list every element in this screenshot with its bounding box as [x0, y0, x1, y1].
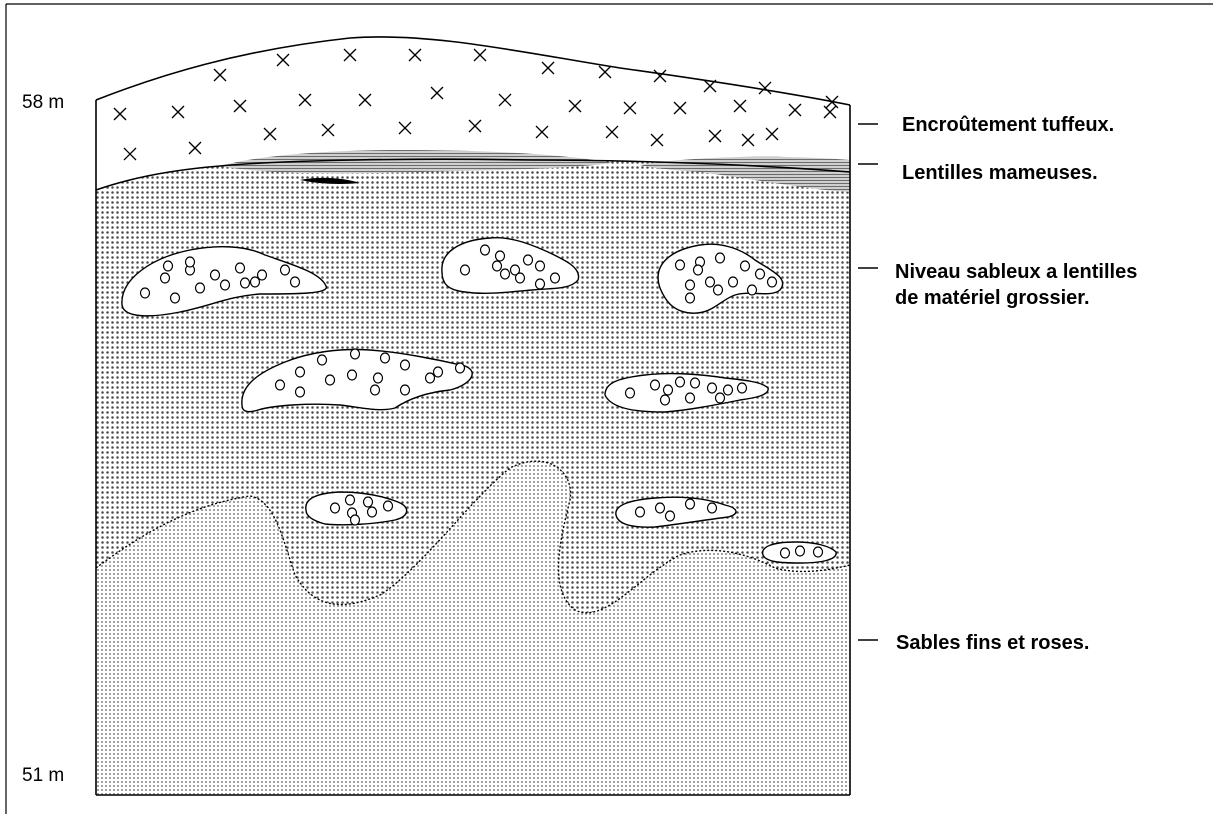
legend: Encroûtement tuffeux. Lentilles mameuses…	[858, 114, 1137, 654]
legend-label-lentilles-marneuses: Lentilles mameuses.	[902, 162, 1098, 184]
pebble	[281, 265, 290, 275]
pebble	[796, 546, 805, 556]
pebble	[326, 375, 335, 385]
pebble	[296, 387, 305, 397]
pebble	[666, 511, 675, 521]
pebble	[351, 349, 360, 359]
pebble	[656, 503, 665, 513]
pebble	[686, 499, 695, 509]
pebble	[686, 280, 695, 290]
pebble	[318, 355, 327, 365]
pebble	[516, 273, 525, 283]
pebble	[626, 388, 635, 398]
elevation-top-label: 58 m	[22, 92, 64, 113]
pebble	[434, 367, 443, 377]
pebble	[781, 548, 790, 558]
pebble	[241, 278, 250, 288]
pebble	[291, 277, 300, 287]
legend-label-niveau-sableux-1: Niveau sableux a lentilles	[895, 261, 1137, 283]
pebble	[729, 277, 738, 287]
pebble	[636, 507, 645, 517]
pebble	[196, 283, 205, 293]
pebble	[496, 251, 505, 261]
pebble	[426, 373, 435, 383]
pebble	[714, 285, 723, 295]
pebble	[748, 285, 757, 295]
pebble	[368, 507, 377, 517]
pebble	[686, 393, 695, 403]
pebble	[708, 503, 717, 513]
coarse-lens	[763, 542, 837, 563]
pebble	[251, 277, 260, 287]
pebble	[676, 377, 685, 387]
pebble	[348, 370, 357, 380]
pebble	[536, 261, 545, 271]
pebble	[706, 277, 715, 287]
pebble	[664, 385, 673, 395]
pebble	[384, 501, 393, 511]
pebble	[708, 383, 717, 393]
pebble	[741, 261, 750, 271]
pebble	[161, 273, 170, 283]
pebble	[164, 261, 173, 271]
pebble	[364, 497, 373, 507]
pebble	[768, 277, 777, 287]
pebble	[346, 495, 355, 505]
pebble	[381, 353, 390, 363]
pebble	[536, 279, 545, 289]
pebble	[461, 265, 470, 275]
pebble	[661, 395, 670, 405]
pebble	[221, 280, 230, 290]
pebble	[276, 380, 285, 390]
pebble	[374, 373, 383, 383]
legend-label-encroutement: Encroûtement tuffeux.	[902, 114, 1114, 136]
pebble	[236, 263, 245, 273]
pebble	[814, 547, 823, 557]
pebble	[481, 245, 490, 255]
pebble	[371, 385, 380, 395]
pebble	[724, 385, 733, 395]
pebble	[691, 378, 700, 388]
pebble	[686, 293, 695, 303]
pebble	[551, 273, 560, 283]
pebble	[676, 260, 685, 270]
pebble	[211, 270, 220, 280]
pebble	[351, 515, 360, 525]
pebble	[493, 261, 502, 271]
pebble	[651, 380, 660, 390]
pebble	[738, 383, 747, 393]
pebble	[501, 269, 510, 279]
pebble	[401, 385, 410, 395]
pebble	[331, 503, 340, 513]
pebble	[401, 360, 410, 370]
pebble	[694, 265, 703, 275]
pebble	[171, 293, 180, 303]
pebble	[524, 255, 533, 265]
legend-label-niveau-sableux-2: de matériel grossier.	[895, 287, 1090, 309]
pebble	[716, 393, 725, 403]
pebble	[296, 367, 305, 377]
pebble	[141, 288, 150, 298]
pebble	[756, 269, 765, 279]
legend-label-sables-fins: Sables fins et roses.	[896, 632, 1089, 654]
elevation-bottom-label: 51 m	[22, 765, 64, 786]
pebble	[716, 253, 725, 263]
pebble	[456, 363, 465, 373]
pebble	[186, 257, 195, 267]
